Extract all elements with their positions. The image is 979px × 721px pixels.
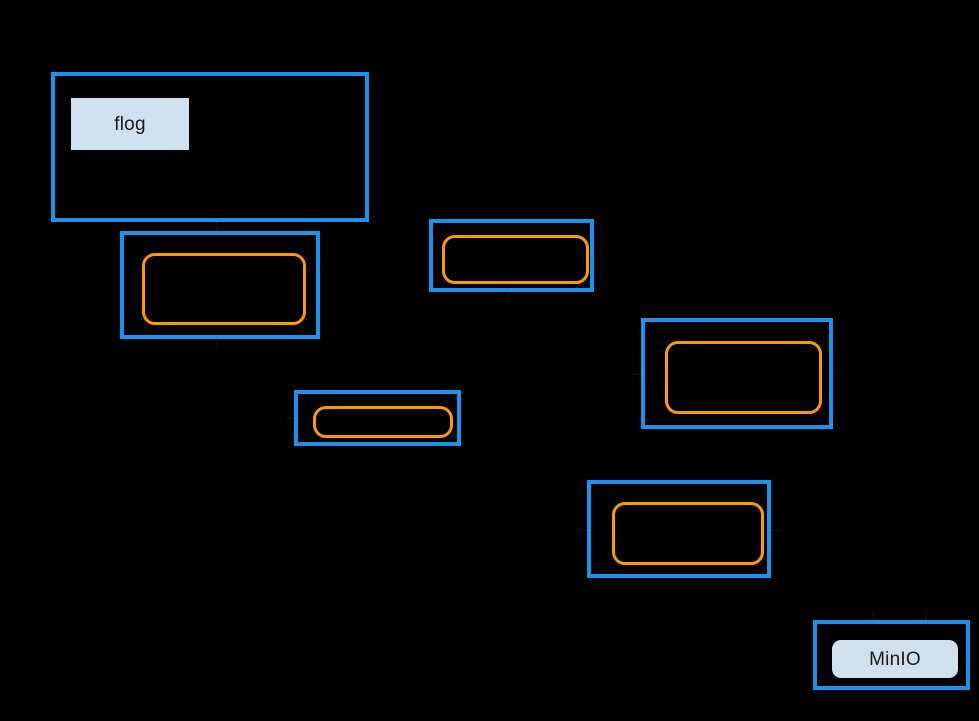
service-node-2[interactable] — [120, 231, 320, 339]
service-node-6-inner-shape — [612, 502, 764, 565]
service-node-3-inner-shape — [442, 235, 589, 284]
connector-node6-right — [771, 529, 781, 531]
service-node-6[interactable] — [587, 480, 771, 578]
connector-node3-bottom — [508, 292, 510, 302]
flog-container[interactable]: flog — [51, 72, 369, 222]
connector-flog-to-node2 — [216, 222, 218, 232]
service-node-5-inner-shape — [313, 406, 453, 438]
connector-node6-left — [578, 529, 588, 531]
service-node-4[interactable] — [641, 318, 833, 429]
service-node-5[interactable] — [294, 390, 461, 446]
connector-node2-top — [216, 338, 218, 348]
service-node-3[interactable] — [429, 219, 594, 292]
minio-node-label: MinIO — [832, 640, 958, 678]
flog-container-label: flog — [71, 98, 189, 150]
minio-node[interactable]: MinIO — [813, 620, 970, 690]
service-node-2-inner-shape — [142, 253, 306, 325]
service-node-4-inner-shape — [665, 341, 822, 414]
connector-minio-top-left — [872, 611, 874, 621]
connector-node4-left — [632, 373, 642, 375]
connector-node5-left — [286, 417, 295, 419]
connector-minio-top-right — [925, 611, 927, 621]
connector-node4-right — [833, 373, 843, 375]
